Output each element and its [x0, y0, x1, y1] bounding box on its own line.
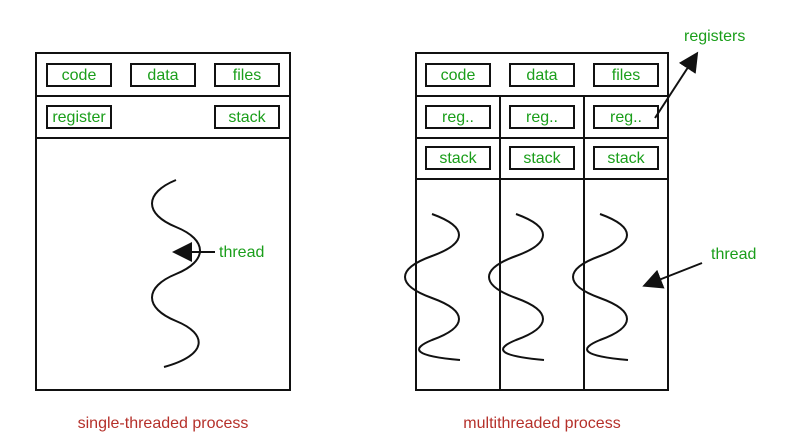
- multi-reg-box-1: reg..: [425, 105, 491, 129]
- multi-thread-wave-icon-2: [488, 213, 545, 361]
- multi-stack-label-1: stack: [439, 150, 477, 167]
- single-code-box: code: [46, 63, 112, 87]
- multi-files-label: files: [612, 67, 640, 84]
- single-register-box: register: [46, 105, 112, 129]
- multi-data-label: data: [526, 67, 557, 84]
- multi-files-box: files: [593, 63, 659, 87]
- multi-stack-box-3: stack: [593, 146, 659, 170]
- multi-thread-label: thread: [711, 246, 756, 263]
- single-process-frame: [35, 52, 291, 391]
- multi-thread-wave-icon-3: [572, 213, 629, 361]
- multi-stack-box-2: stack: [509, 146, 575, 170]
- multithreaded-process: code data files reg.. reg.. reg.. stack: [404, 28, 756, 391]
- multi-caption: multithreaded process: [463, 415, 620, 432]
- multi-data-box: data: [509, 63, 575, 87]
- registers-arrow-icon: [654, 51, 699, 119]
- single-thread-wave-icon: [151, 179, 201, 368]
- multi-stack-box-1: stack: [425, 146, 491, 170]
- multi-reg-label-2: reg..: [526, 109, 558, 126]
- multi-stack-label-3: stack: [607, 150, 645, 167]
- single-data-box: data: [130, 63, 196, 87]
- multi-process-frame: [415, 52, 669, 391]
- single-files-box: files: [214, 63, 280, 87]
- single-stack-label: stack: [228, 109, 266, 126]
- multi-thread-arrow-icon: [642, 262, 703, 289]
- multi-stack-label-2: stack: [523, 150, 561, 167]
- multi-thread-wave-icon-1: [404, 213, 461, 361]
- multi-reg-box-2: reg..: [509, 105, 575, 129]
- single-code-label: code: [62, 67, 97, 84]
- multi-code-label: code: [441, 67, 476, 84]
- multi-reg-label-3: reg..: [610, 109, 642, 126]
- single-files-label: files: [233, 67, 261, 84]
- single-threaded-process: code data files register stack thread: [35, 52, 291, 391]
- single-thread-label: thread: [219, 244, 264, 261]
- registers-label: registers: [684, 28, 745, 45]
- single-stack-box: stack: [214, 105, 280, 129]
- multi-reg-label-1: reg..: [442, 109, 474, 126]
- single-data-label: data: [147, 67, 178, 84]
- multi-code-box: code: [425, 63, 491, 87]
- single-caption: single-threaded process: [78, 415, 249, 432]
- single-register-label: register: [52, 109, 106, 126]
- multi-reg-box-3: reg..: [593, 105, 659, 129]
